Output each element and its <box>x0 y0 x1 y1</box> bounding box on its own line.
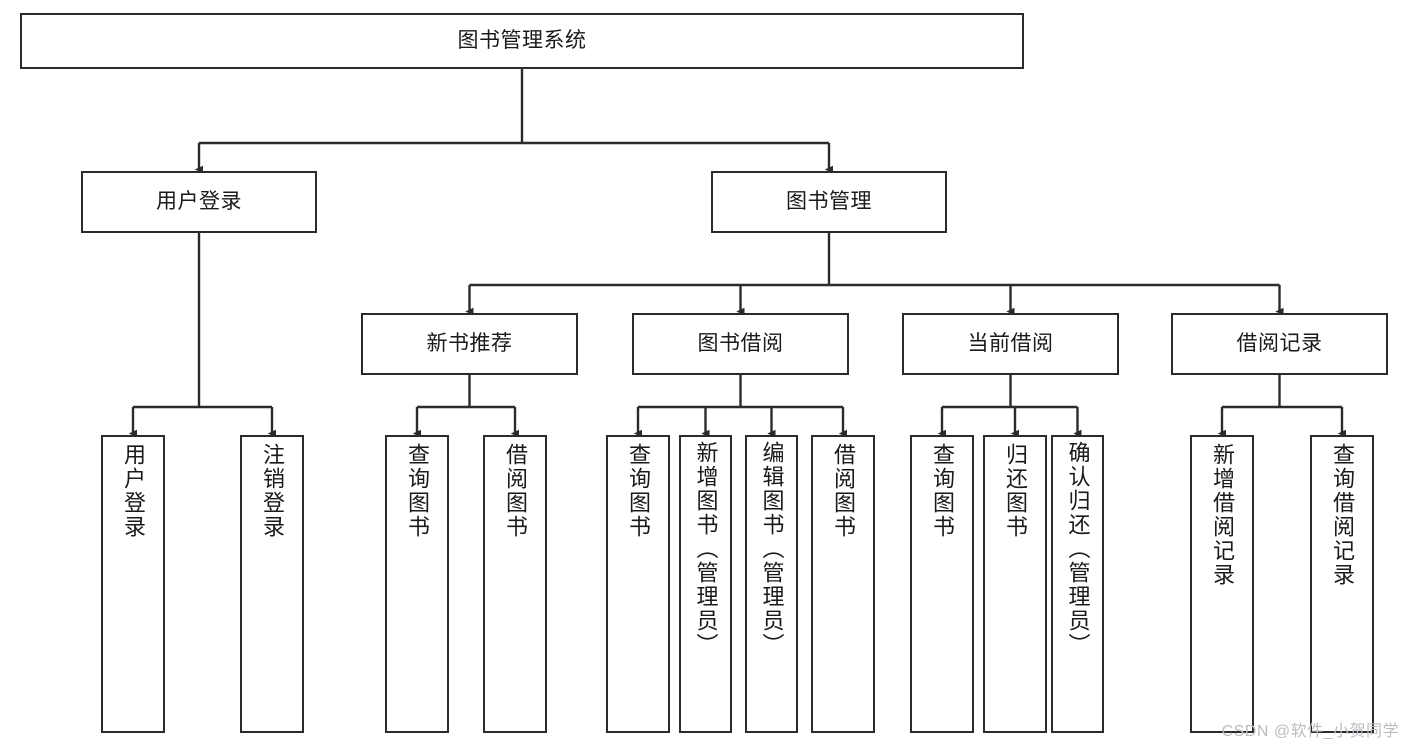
leaf-borrow-add-book-label: 新增图书（管理员） <box>693 441 719 657</box>
leaf-recommend-borrow-book-label: 借阅图书 <box>503 443 528 539</box>
leaf-user-login-label: 用户登录 <box>121 443 146 539</box>
leaf-record-add-label: 新增借阅记录 <box>1210 443 1235 587</box>
node-borrow-record-label: 借阅记录 <box>1236 331 1323 355</box>
leaf-recommend-query-book-label: 查询图书 <box>405 443 430 539</box>
leaf-record-query[interactable]: 查询借阅记录 <box>1310 435 1374 733</box>
leaf-borrow-borrow-book-label: 借阅图书 <box>831 443 856 539</box>
leaf-recommend-borrow-book[interactable]: 借阅图书 <box>483 435 547 733</box>
node-current-borrow[interactable]: 当前借阅 <box>902 313 1119 375</box>
leaf-current-return-book[interactable]: 归还图书 <box>983 435 1047 733</box>
node-book-manage[interactable]: 图书管理 <box>711 171 947 233</box>
leaf-current-query-book-label: 查询图书 <box>930 443 955 539</box>
leaf-record-add[interactable]: 新增借阅记录 <box>1190 435 1254 733</box>
leaf-record-query-label: 查询借阅记录 <box>1330 443 1355 587</box>
leaf-current-return-book-label: 归还图书 <box>1003 443 1028 539</box>
node-root-label: 图书管理系统 <box>457 28 587 52</box>
node-root[interactable]: 图书管理系统 <box>20 13 1024 69</box>
node-book-borrow-label: 图书借阅 <box>697 331 784 355</box>
leaf-borrow-edit-book-label: 编辑图书（管理员） <box>759 441 785 657</box>
leaf-current-confirm-return[interactable]: 确认归还（管理员） <box>1051 435 1104 733</box>
leaf-borrow-query-book[interactable]: 查询图书 <box>606 435 670 733</box>
node-book-borrow[interactable]: 图书借阅 <box>632 313 849 375</box>
leaf-borrow-edit-book[interactable]: 编辑图书（管理员） <box>745 435 798 733</box>
leaf-borrow-add-book[interactable]: 新增图书（管理员） <box>679 435 732 733</box>
leaf-user-login[interactable]: 用户登录 <box>101 435 165 733</box>
leaf-borrow-query-book-label: 查询图书 <box>626 443 651 539</box>
node-current-borrow-label: 当前借阅 <box>967 331 1054 355</box>
node-new-book-recommend[interactable]: 新书推荐 <box>361 313 578 375</box>
node-new-book-recommend-label: 新书推荐 <box>426 331 513 355</box>
leaf-recommend-query-book[interactable]: 查询图书 <box>385 435 449 733</box>
node-user-login-label: 用户登录 <box>156 189 242 213</box>
leaf-borrow-borrow-book[interactable]: 借阅图书 <box>811 435 875 733</box>
node-borrow-record[interactable]: 借阅记录 <box>1171 313 1388 375</box>
node-book-manage-label: 图书管理 <box>786 189 872 213</box>
leaf-user-logout[interactable]: 注销登录 <box>240 435 304 733</box>
leaf-current-confirm-return-label: 确认归还（管理员） <box>1065 441 1091 657</box>
leaf-user-logout-label: 注销登录 <box>260 443 285 539</box>
leaf-current-query-book[interactable]: 查询图书 <box>910 435 974 733</box>
node-user-login[interactable]: 用户登录 <box>81 171 317 233</box>
